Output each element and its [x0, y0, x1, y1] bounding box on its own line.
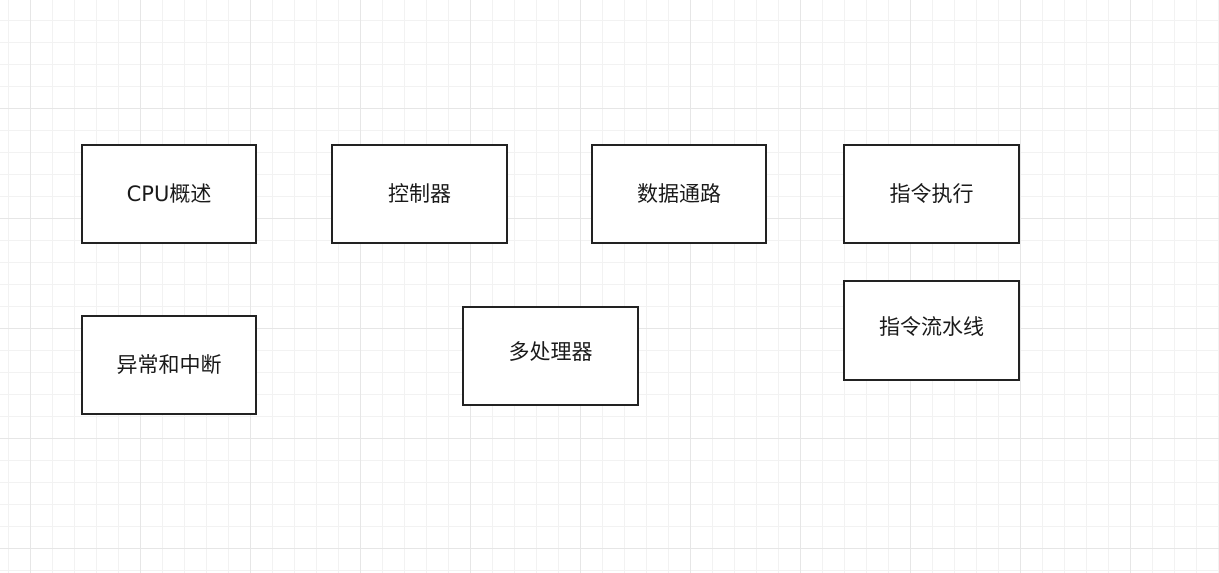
- node-datapath[interactable]: 数据通路: [591, 144, 767, 244]
- node-label: CPU概述: [126, 181, 212, 206]
- node-exceptions-interrupts[interactable]: 异常和中断: [81, 315, 257, 415]
- node-label: 控制器: [388, 181, 451, 206]
- node-label: 指令流水线: [879, 315, 984, 339]
- node-label: 多处理器: [508, 339, 593, 364]
- node-cpu-overview[interactable]: CPU概述: [81, 144, 257, 244]
- node-controller[interactable]: 控制器: [331, 144, 508, 244]
- node-label: 数据通路: [637, 181, 721, 206]
- node-label: 异常和中断: [116, 352, 222, 377]
- node-label: 指令执行: [889, 181, 974, 206]
- node-multiprocessor[interactable]: 多处理器: [462, 306, 639, 406]
- node-instruction-execution[interactable]: 指令执行: [843, 144, 1020, 244]
- node-instruction-pipeline[interactable]: 指令流水线: [843, 280, 1020, 381]
